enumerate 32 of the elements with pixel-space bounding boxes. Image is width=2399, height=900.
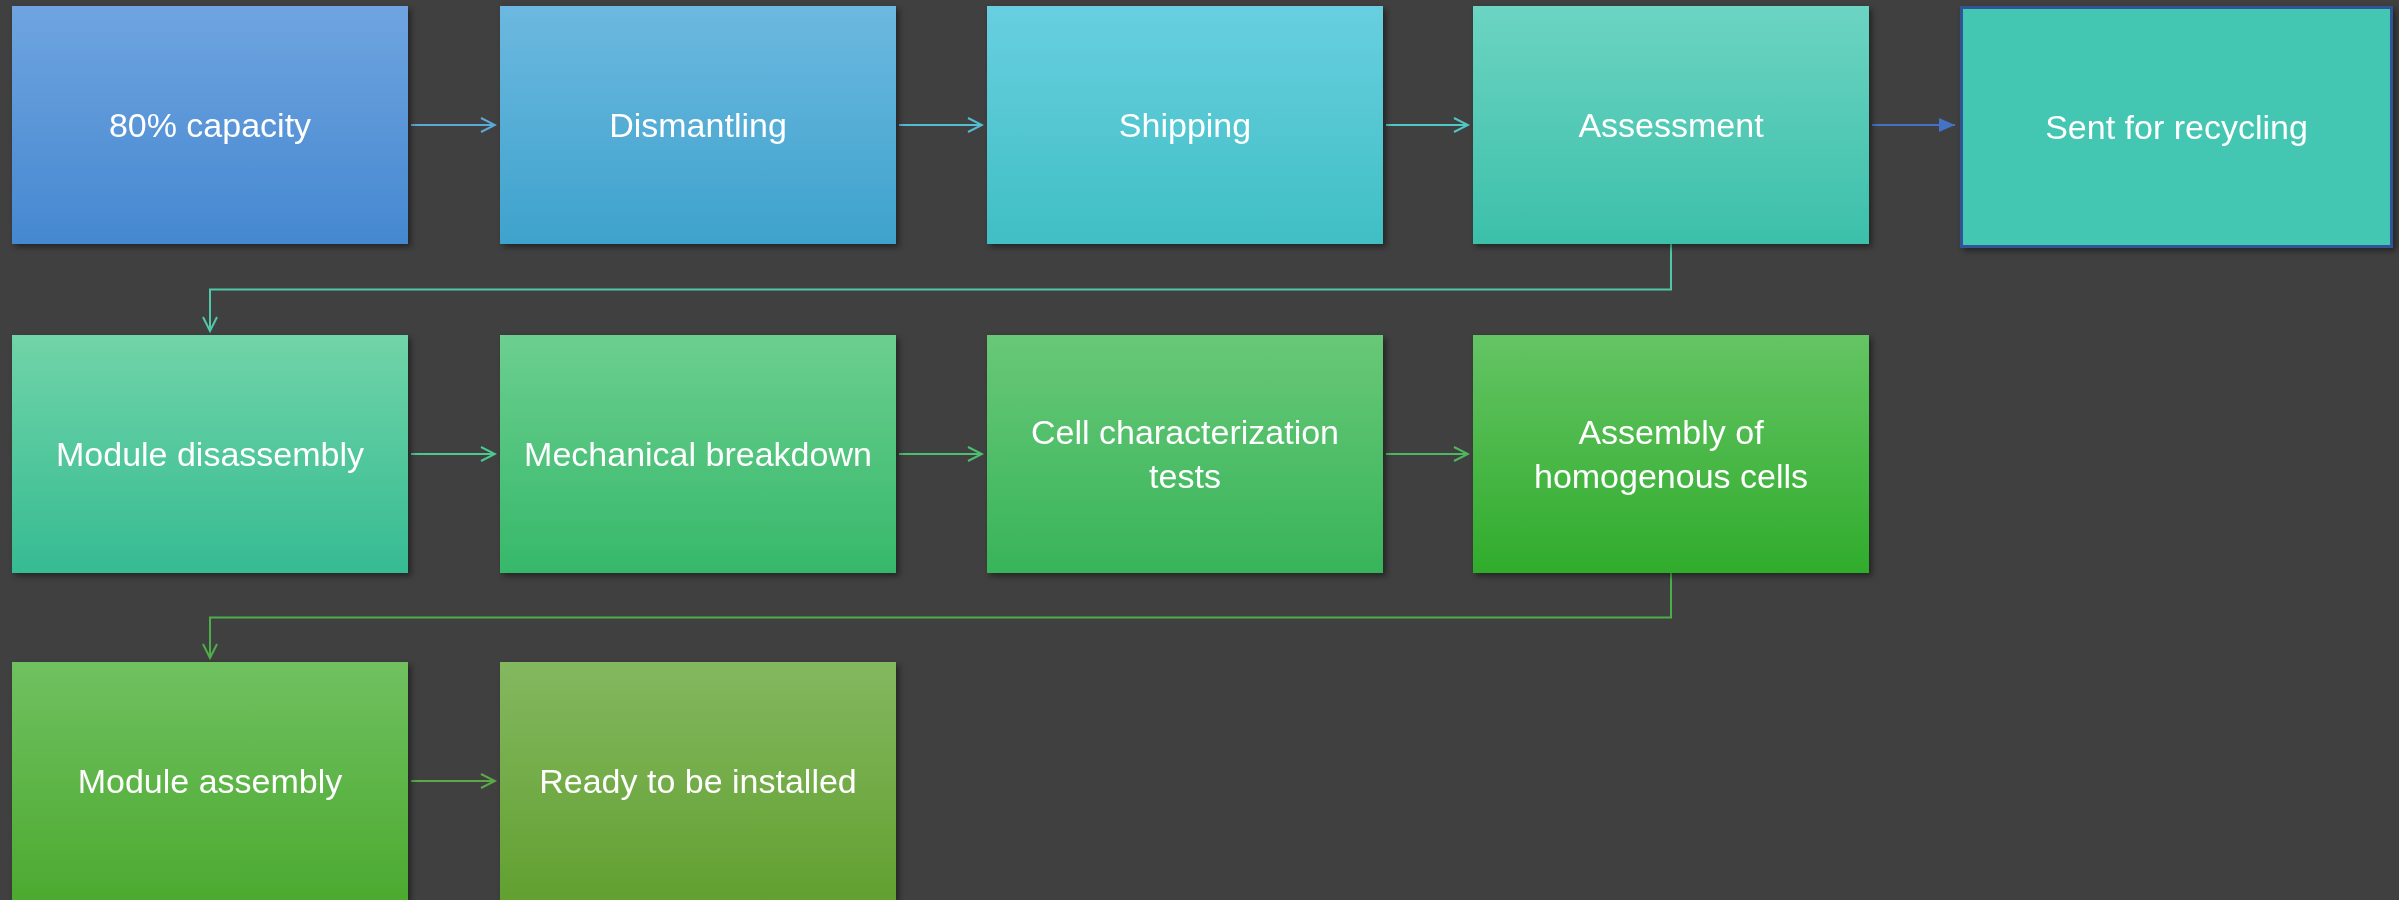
arrow: [1871, 118, 1956, 132]
arrow: [202, 243, 1672, 332]
box-label: Assessment: [1577, 104, 1765, 146]
process-box: [500, 335, 896, 573]
box-label: Ready to be installed: [538, 760, 858, 802]
process-box: [1960, 6, 2393, 248]
process-box: [1473, 335, 1869, 573]
box-label: Module disassembly: [55, 433, 365, 475]
box-label: Dismantling: [608, 104, 788, 146]
process-box: [500, 662, 896, 900]
arrow: [410, 773, 496, 789]
box-label: Mechanical breakdown: [523, 433, 873, 475]
arrow: [410, 117, 496, 133]
arrow: [410, 446, 496, 462]
process-box: [12, 335, 408, 573]
box-label: Assembly of homogenous cells: [1532, 411, 1810, 497]
arrow: [202, 572, 1672, 659]
box-label: Cell characterization tests: [1030, 411, 1340, 497]
box-label: Shipping: [1117, 104, 1253, 146]
process-box: [987, 6, 1383, 244]
box-label: Sent for recycling: [2044, 106, 2309, 148]
arrow: [1385, 446, 1469, 462]
process-box: [987, 335, 1383, 573]
box-label: Module assembly: [76, 760, 344, 802]
process-box: [1473, 6, 1869, 244]
process-box: [500, 6, 896, 244]
arrow: [898, 117, 983, 133]
arrow: [898, 446, 983, 462]
box-label: 80% capacity: [107, 104, 313, 146]
process-box: [12, 6, 408, 244]
process-box: [12, 662, 408, 900]
arrow: [1385, 117, 1469, 133]
